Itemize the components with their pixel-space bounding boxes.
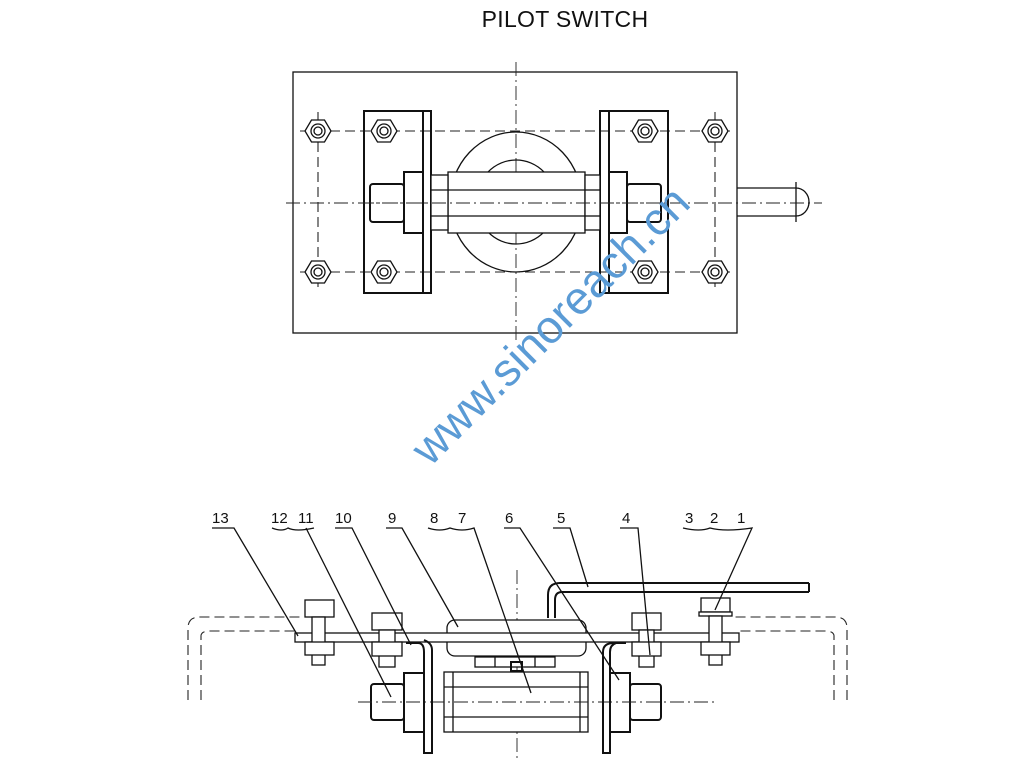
hex-bolt-icon	[304, 260, 332, 284]
hex-bolt-icon	[631, 260, 659, 284]
hex-bolt-icon	[701, 119, 729, 143]
leader-lines	[212, 527, 754, 698]
part-label-7: 7	[458, 510, 466, 527]
right-dashed-bracket	[735, 616, 848, 700]
right-dashed-bracket-inner	[739, 630, 835, 700]
part-label-13: 13	[212, 510, 229, 527]
part-label-1: 1	[737, 510, 745, 527]
front-right-nut	[609, 672, 631, 733]
lever-top-view	[737, 187, 810, 217]
switch-body	[447, 171, 586, 234]
left-dashed-bracket-inner	[200, 630, 295, 700]
left-l-bracket	[406, 639, 433, 754]
right-l-bracket	[602, 642, 626, 754]
part-label-10: 10	[335, 510, 352, 527]
part-label-8: 8	[430, 510, 438, 527]
hex-bolt-icon	[631, 119, 659, 143]
hex-bolt-icon	[304, 119, 332, 143]
left-spacer	[430, 174, 449, 231]
part-label-11: 11	[298, 510, 314, 527]
part-label-12: 12	[271, 510, 288, 527]
right-spacer	[584, 174, 601, 231]
front-left-nut	[403, 672, 425, 733]
front-view: 13 12 11 10 9 8 7 6 5 4 3 2 1	[187, 510, 848, 760]
base-plate-outline	[292, 71, 738, 334]
hex-bolt-icon	[370, 260, 398, 284]
left-nut	[403, 171, 424, 234]
part-labels: 13 12 11 10 9 8 7 6 5 4 3 2 1	[212, 510, 745, 527]
lever-arm-inner	[554, 591, 809, 618]
left-dashed-bracket	[187, 616, 300, 700]
top-view	[286, 62, 822, 342]
part-label-3: 3	[685, 510, 693, 527]
part-label-2: 2	[710, 510, 718, 527]
drawing-title: PILOT SWITCH	[481, 6, 649, 32]
lever-arm	[547, 582, 809, 618]
hex-bolt-icon	[370, 119, 398, 143]
part-label-4: 4	[622, 510, 630, 527]
part-label-6: 6	[505, 510, 513, 527]
part-label-5: 5	[557, 510, 565, 527]
mounting-plate	[294, 632, 740, 643]
hex-bolt-icon	[701, 260, 729, 284]
bolts	[304, 119, 729, 284]
front-bolts	[304, 597, 733, 668]
part-label-9: 9	[388, 510, 396, 527]
